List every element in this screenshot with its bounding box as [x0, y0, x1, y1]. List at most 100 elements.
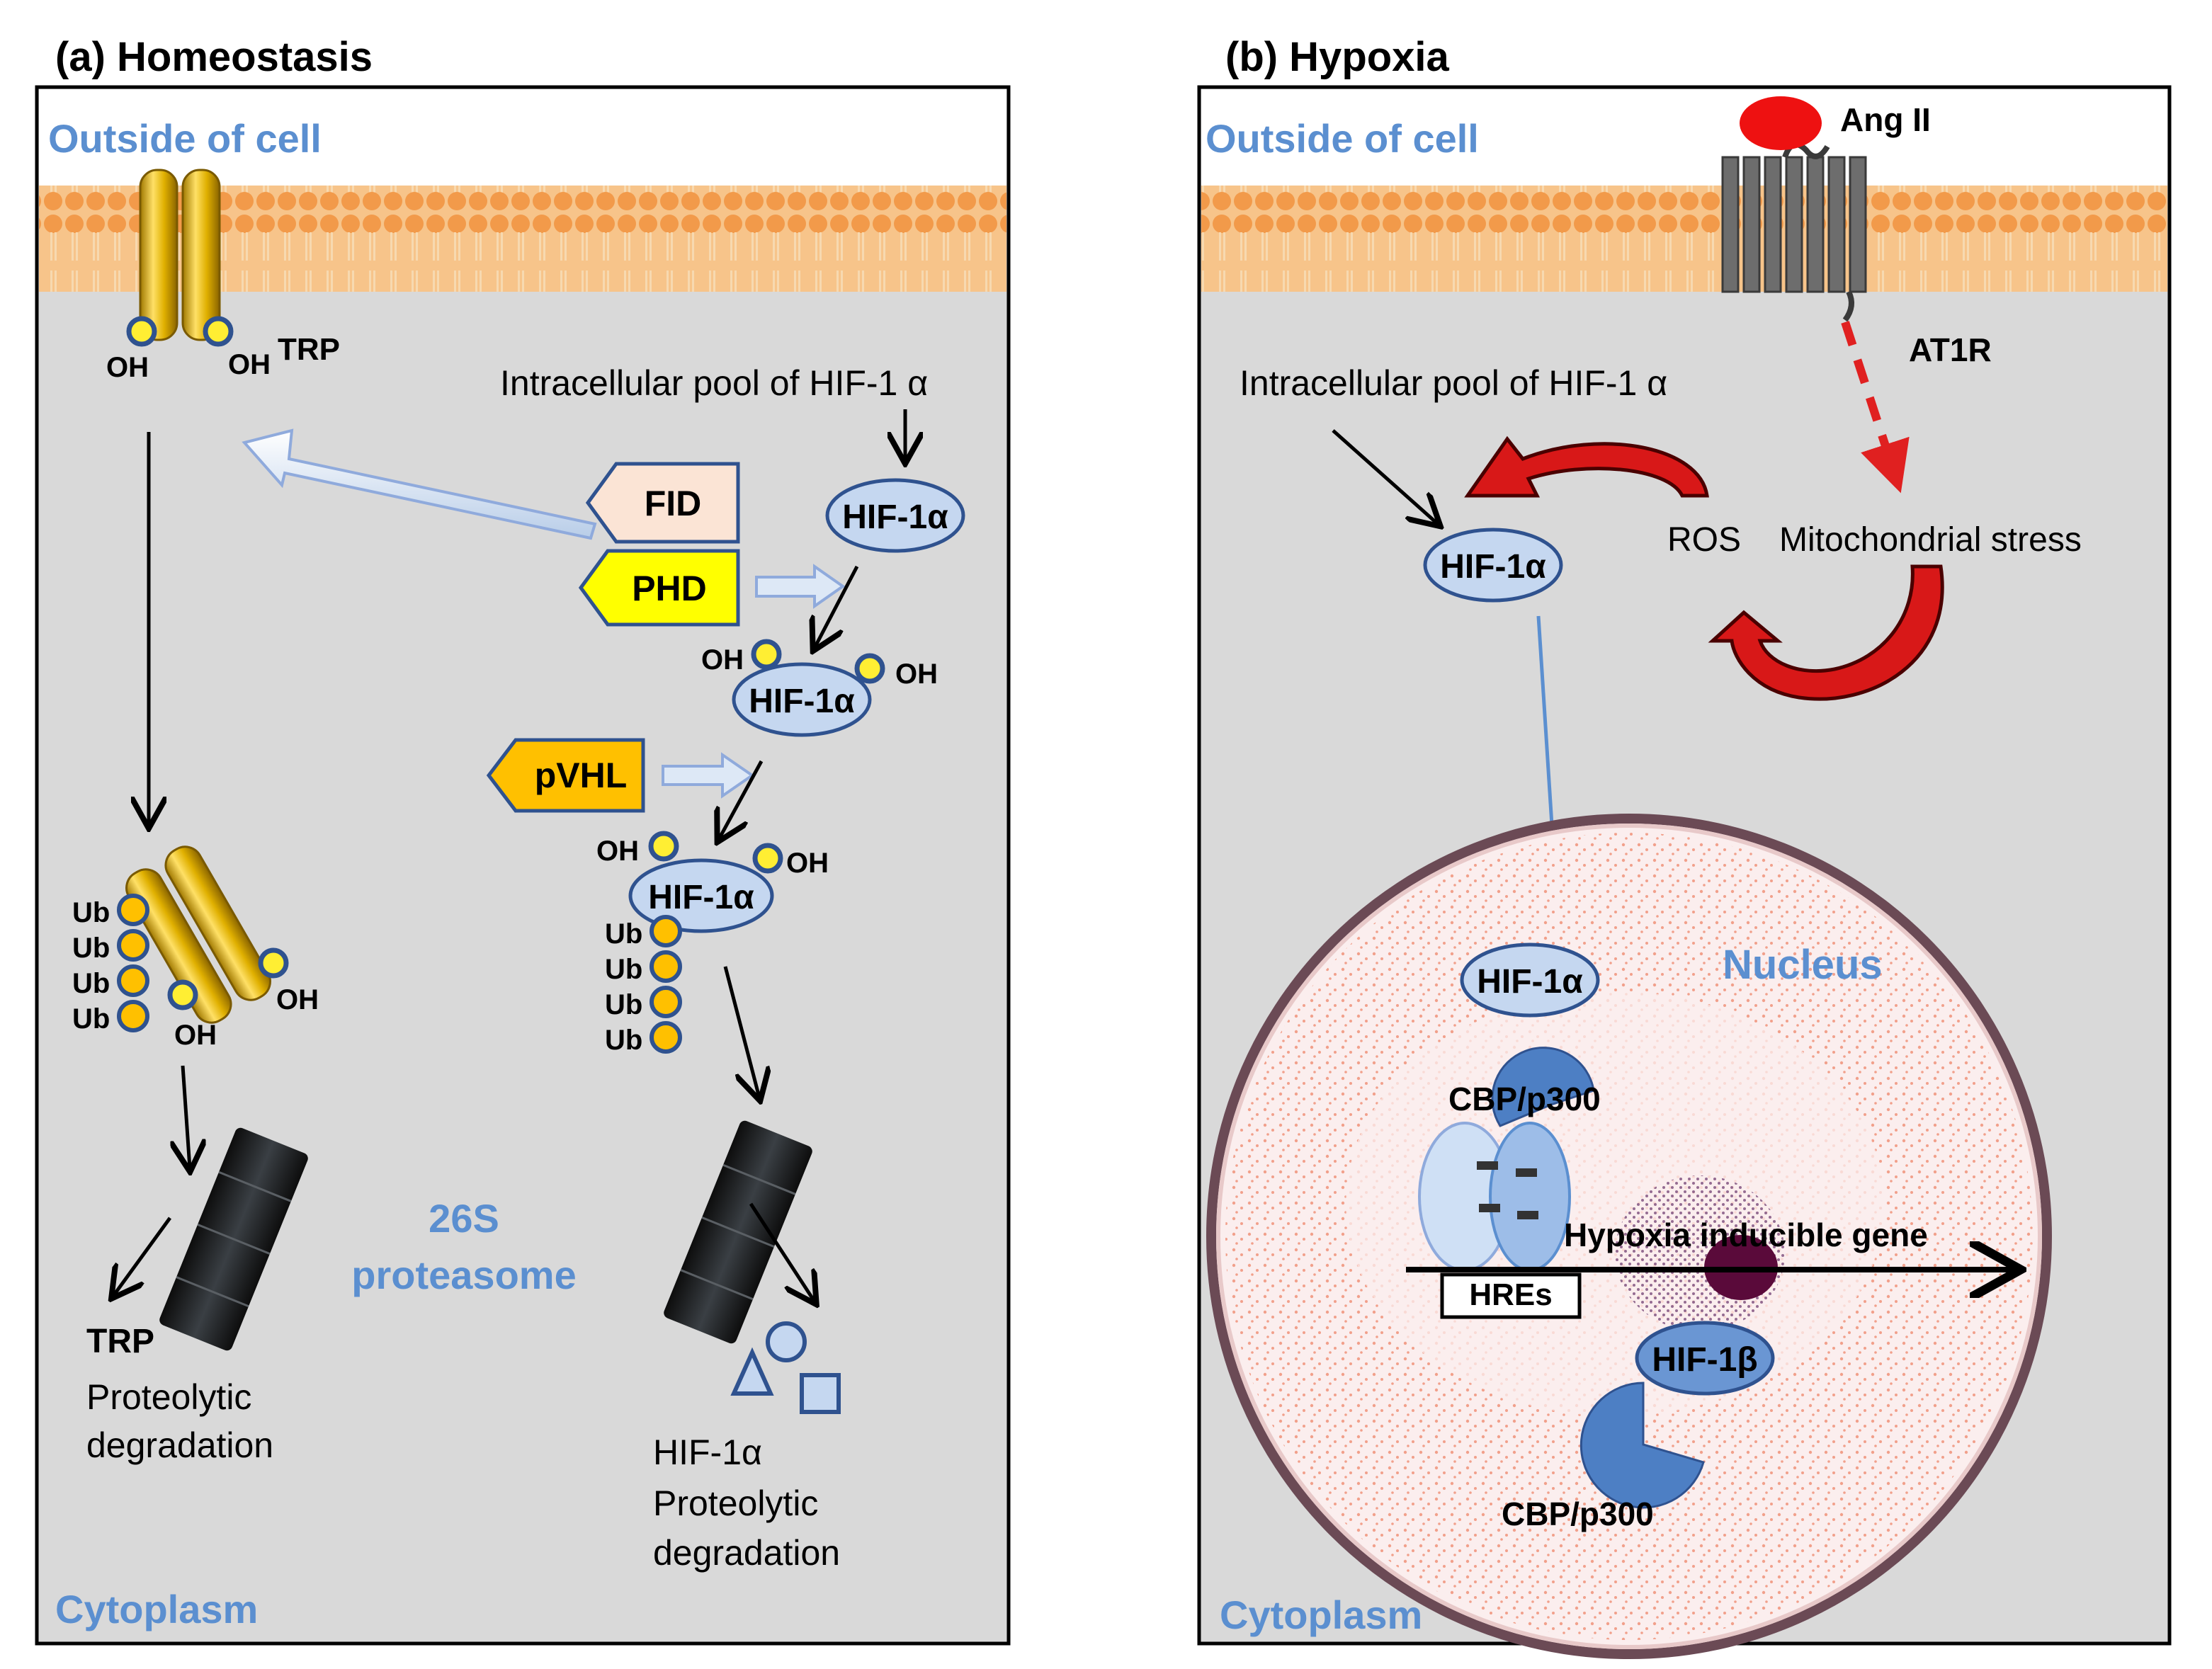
panel-homeostasis: (a) Homeostasis Outside of cell Cytoplas…: [35, 34, 1011, 1646]
fid-enzyme: [585, 462, 740, 544]
ub-label: Ub: [72, 1003, 110, 1035]
ubiquitin-chain: [650, 915, 682, 1054]
arrow: [183, 1065, 190, 1168]
ang-ii-ligand: [1740, 96, 1822, 150]
hydroxyl-dot: [854, 653, 885, 684]
hif1a-label: HIF-1α: [648, 879, 754, 916]
hres-label: HREs: [1469, 1277, 1552, 1312]
fragment-circle: [766, 1321, 807, 1362]
hif1a-protein: [825, 478, 965, 553]
cell-membrane-b: [1201, 186, 2167, 292]
hif1b-protein: [1635, 1321, 1775, 1396]
hif-degradation-line3: degradation: [653, 1533, 840, 1573]
proteasome-label-1: 26S: [429, 1196, 499, 1241]
extracellular-space-b: [1201, 89, 2167, 186]
ubiquitin-dot: [117, 964, 149, 997]
hif1a-protein: [1423, 528, 1563, 603]
panel-b-title: (b) Hypoxia: [1225, 34, 1450, 80]
ub-label: Ub: [605, 989, 642, 1020]
oh-label: OH: [228, 349, 271, 380]
red-dashed-arrow: [1841, 321, 1910, 494]
trp-label: TRP: [278, 332, 340, 367]
outside-label-a: Outside of cell: [48, 116, 322, 161]
at1r-label: AT1R: [1909, 331, 1992, 368]
oh-label: OH: [895, 659, 938, 690]
cytoplasm-label-b: Cytoplasm: [1220, 1593, 1422, 1637]
phd-label: PHD: [632, 569, 707, 608]
oh-label: OH: [174, 1020, 217, 1051]
trp-channel: [139, 169, 221, 341]
cytoplasm-label-a: Cytoplasm: [55, 1587, 258, 1631]
oh-label: OH: [276, 984, 319, 1015]
ubiquitin-dot: [117, 894, 149, 926]
trp-degradation-line2: Proteolytic: [86, 1377, 251, 1417]
hif1a-label: HIF-1α: [842, 499, 948, 536]
cbp-p300-top-label: CBP/p300: [1448, 1081, 1601, 1117]
ubiquitin-dot: [650, 1021, 682, 1054]
ub-label: Ub: [605, 1025, 642, 1056]
trp-degradation-line3: degradation: [86, 1425, 273, 1465]
hif-degradation-line2: Proteolytic: [653, 1483, 818, 1523]
hydroxyl-dot: [203, 316, 234, 347]
pool-label-b: Intracellular pool of HIF-1 α: [1240, 363, 1667, 403]
proteasome-left: [159, 1127, 308, 1351]
hollow-arrow: [755, 564, 846, 609]
arrow: [719, 760, 764, 839]
hydroxyl-dot: [167, 979, 198, 1010]
oh-label: OH: [701, 644, 744, 676]
fid-label: FID: [645, 484, 702, 523]
hydroxyl-dot: [751, 639, 782, 670]
hif1a-label: HIF-1α: [749, 683, 855, 720]
hif1a-label: HIF-1α: [1477, 963, 1583, 1001]
at1r-receptor: [1721, 142, 1867, 322]
ubiquitin-dot: [650, 950, 682, 983]
red-curved-arrow-mito: [1708, 564, 1944, 701]
mito-label: Mitochondrial stress: [1779, 521, 2082, 559]
hif1a-protein: [628, 858, 774, 933]
hif-degradation-line1: HIF-1α: [653, 1432, 762, 1472]
hif1a-label: HIF-1α: [1440, 548, 1546, 586]
inhibition-arrow: [242, 428, 597, 540]
proteasome-label-2: proteasome: [351, 1253, 576, 1297]
panel-hypoxia: (b) Hypoxia Outside of cell Cytoplasm An…: [1197, 34, 2172, 1659]
hres-box: [1440, 1272, 1582, 1319]
hydroxyl-dot: [648, 831, 679, 862]
arrow: [113, 1217, 172, 1296]
ubiquitin-dot: [117, 929, 149, 962]
ub-label: Ub: [605, 918, 642, 950]
fragment-square: [800, 1373, 841, 1414]
pool-label-a: Intracellular pool of HIF-1 α: [500, 363, 928, 403]
panel-a-title: (a) Homeostasis: [55, 34, 373, 80]
ubiquitin-dot: [650, 915, 682, 947]
phd-enzyme: [578, 549, 740, 627]
arrow: [749, 1202, 815, 1301]
oh-label: OH: [106, 352, 149, 383]
pvhl-enzyme: [486, 738, 645, 813]
hydroxyl-dot: [258, 947, 289, 979]
cbp-p300-protein: [1579, 1382, 1705, 1509]
hif1a-protein: [1460, 942, 1600, 1018]
proteasome-right: [664, 1120, 812, 1344]
pvhl-label: pVHL: [535, 756, 628, 795]
red-curved-arrow-ros: [1464, 435, 1709, 498]
transcription-complex: [1418, 1047, 1595, 1272]
ub-label: Ub: [72, 968, 110, 999]
oh-label: OH: [596, 836, 639, 867]
ubiquitin-dot: [117, 1000, 149, 1032]
ub-label: Ub: [72, 933, 110, 964]
hif1a-protein: [732, 662, 872, 737]
hydroxyl-dot: [126, 316, 157, 347]
trp-channel-ubiquitinated: [125, 845, 271, 1024]
ubiquitin-chain: [117, 894, 149, 1032]
gene-label: Hypoxia inducible gene: [1564, 1217, 1928, 1253]
hif1b-label: HIF-1β: [1652, 1341, 1757, 1379]
arrow: [815, 565, 859, 648]
hollow-arrow: [662, 752, 755, 799]
cbp-p300-bottom-label: CBP/p300: [1502, 1496, 1654, 1532]
hydroxyl-dot: [752, 843, 783, 874]
arrow: [1332, 429, 1438, 524]
ub-label: Ub: [605, 954, 642, 985]
fragment-triangle: [730, 1347, 774, 1396]
arrow: [723, 966, 759, 1098]
